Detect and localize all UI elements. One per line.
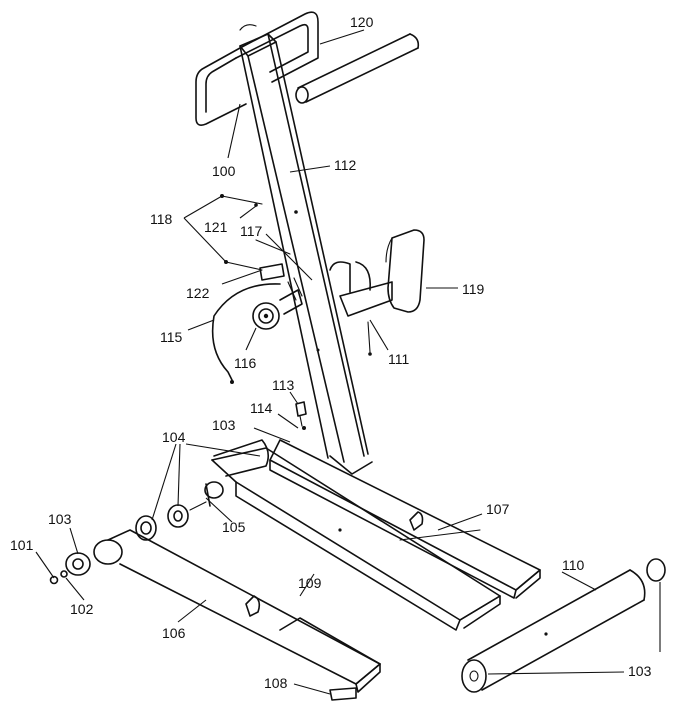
seat-bracket	[329, 261, 393, 356]
label-103-center: 103	[212, 417, 236, 433]
rail-109	[211, 447, 501, 631]
axle-hardware	[135, 501, 207, 541]
label-100: 100	[212, 163, 236, 179]
upright-post	[239, 33, 373, 475]
pulley-assembly	[211, 277, 303, 384]
label-101: 101	[10, 537, 34, 553]
label-103-right: 103	[628, 663, 652, 679]
bolts-113-114	[295, 401, 307, 430]
rear-tube-110	[461, 558, 666, 693]
label-119: 119	[462, 281, 485, 297]
label-118: 118	[150, 211, 173, 227]
foot-108	[329, 687, 357, 701]
label-104: 104	[162, 429, 186, 445]
label-120: 120	[350, 14, 374, 30]
label-116: 116	[234, 355, 257, 371]
crossbar-tube	[295, 33, 420, 104]
label-112: 112	[334, 157, 357, 173]
label-103-left: 103	[48, 511, 72, 527]
label-108: 108	[264, 675, 288, 691]
seat-pad	[385, 229, 425, 313]
label-106: 106	[162, 625, 186, 641]
label-109: 109	[298, 575, 322, 591]
label-114: 114	[250, 400, 273, 416]
label-110: 110	[562, 557, 585, 573]
label-121: 121	[204, 219, 228, 235]
part-labels: 120 100 112 118 121 117 122 119 115 116 …	[10, 14, 652, 691]
label-115: 115	[160, 329, 183, 345]
label-111: 111	[388, 351, 409, 367]
label-117: 117	[240, 223, 263, 239]
label-113: 113	[272, 377, 295, 393]
rail-106	[93, 529, 381, 693]
front-crossmember	[204, 439, 270, 507]
label-122: 122	[186, 285, 210, 301]
left-end-hardware	[49, 552, 91, 585]
leader-lines	[35, 29, 661, 695]
label-102: 102	[70, 601, 94, 617]
label-105: 105	[222, 519, 246, 535]
handlebar	[195, 11, 319, 126]
label-107: 107	[486, 501, 510, 517]
